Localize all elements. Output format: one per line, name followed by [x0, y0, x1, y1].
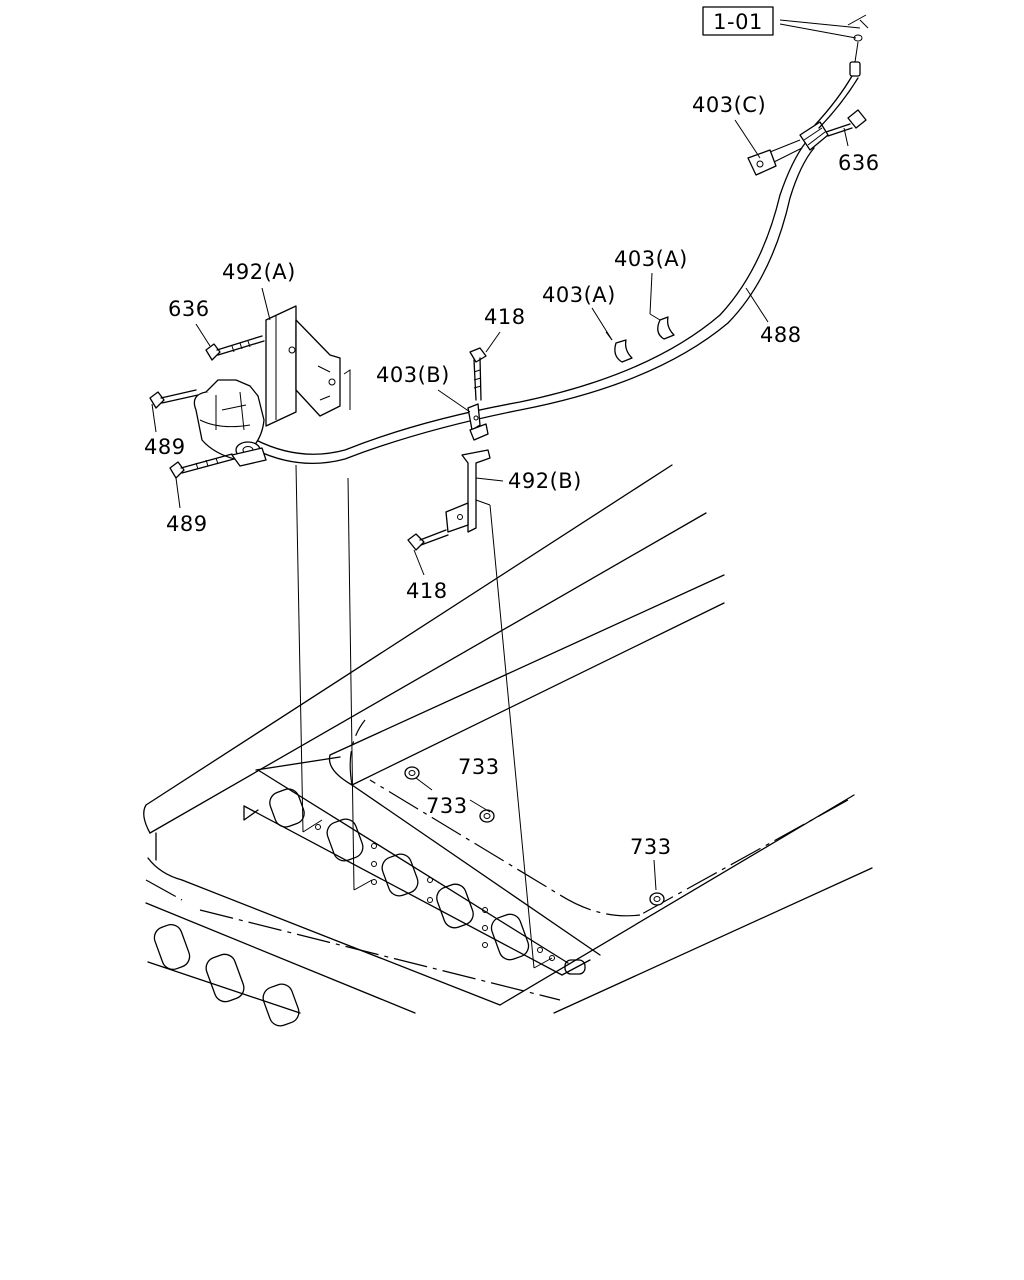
nut-733-c	[649, 892, 665, 906]
bolt-418-bottom	[407, 529, 449, 551]
bracket-492b	[445, 449, 491, 533]
part-labels: 403(C) 636 403(A) 403(A) 488 492(A) 636 …	[144, 93, 880, 859]
parking-brake-cable	[255, 14, 869, 464]
label-403a-lower: 403(A)	[542, 283, 616, 307]
cross-member-holes	[153, 788, 586, 1027]
label-489-upper: 489	[144, 435, 186, 459]
bracket-492a	[265, 305, 341, 427]
alignment-lines	[295, 369, 553, 969]
label-488: 488	[760, 323, 802, 347]
clamp-403b	[467, 403, 489, 441]
label-489-lower: 489	[166, 512, 208, 536]
label-403a-upper: 403(A)	[614, 247, 688, 271]
label-492a: 492(A)	[222, 260, 296, 284]
nut-733-b	[479, 809, 495, 823]
bolt-489-lower	[169, 453, 235, 479]
label-403c: 403(C)	[692, 93, 766, 117]
label-403b: 403(B)	[376, 363, 450, 387]
label-733-b: 733	[426, 794, 468, 818]
leader-lines	[151, 19, 861, 891]
clamp-403a-upper	[649, 313, 675, 340]
bolt-418-top	[469, 347, 487, 401]
label-733-a: 733	[458, 755, 500, 779]
clamp-403c	[747, 139, 803, 176]
bolt-636-top	[825, 109, 867, 137]
label-636-left: 636	[168, 297, 210, 321]
label-733-c: 733	[630, 835, 672, 859]
reference-box: 1-01	[702, 6, 774, 36]
bolt-489-upper	[149, 389, 199, 409]
label-418-top: 418	[484, 305, 526, 329]
frame-chassis	[143, 464, 873, 1027]
bolt-636-left	[205, 335, 265, 361]
reference-box-label: 1-01	[713, 10, 763, 34]
label-492b: 492(B)	[508, 469, 582, 493]
label-418-bottom: 418	[406, 579, 448, 603]
nut-733-a	[404, 766, 420, 780]
brake-assembly	[193, 379, 267, 467]
label-636-top: 636	[838, 151, 880, 175]
